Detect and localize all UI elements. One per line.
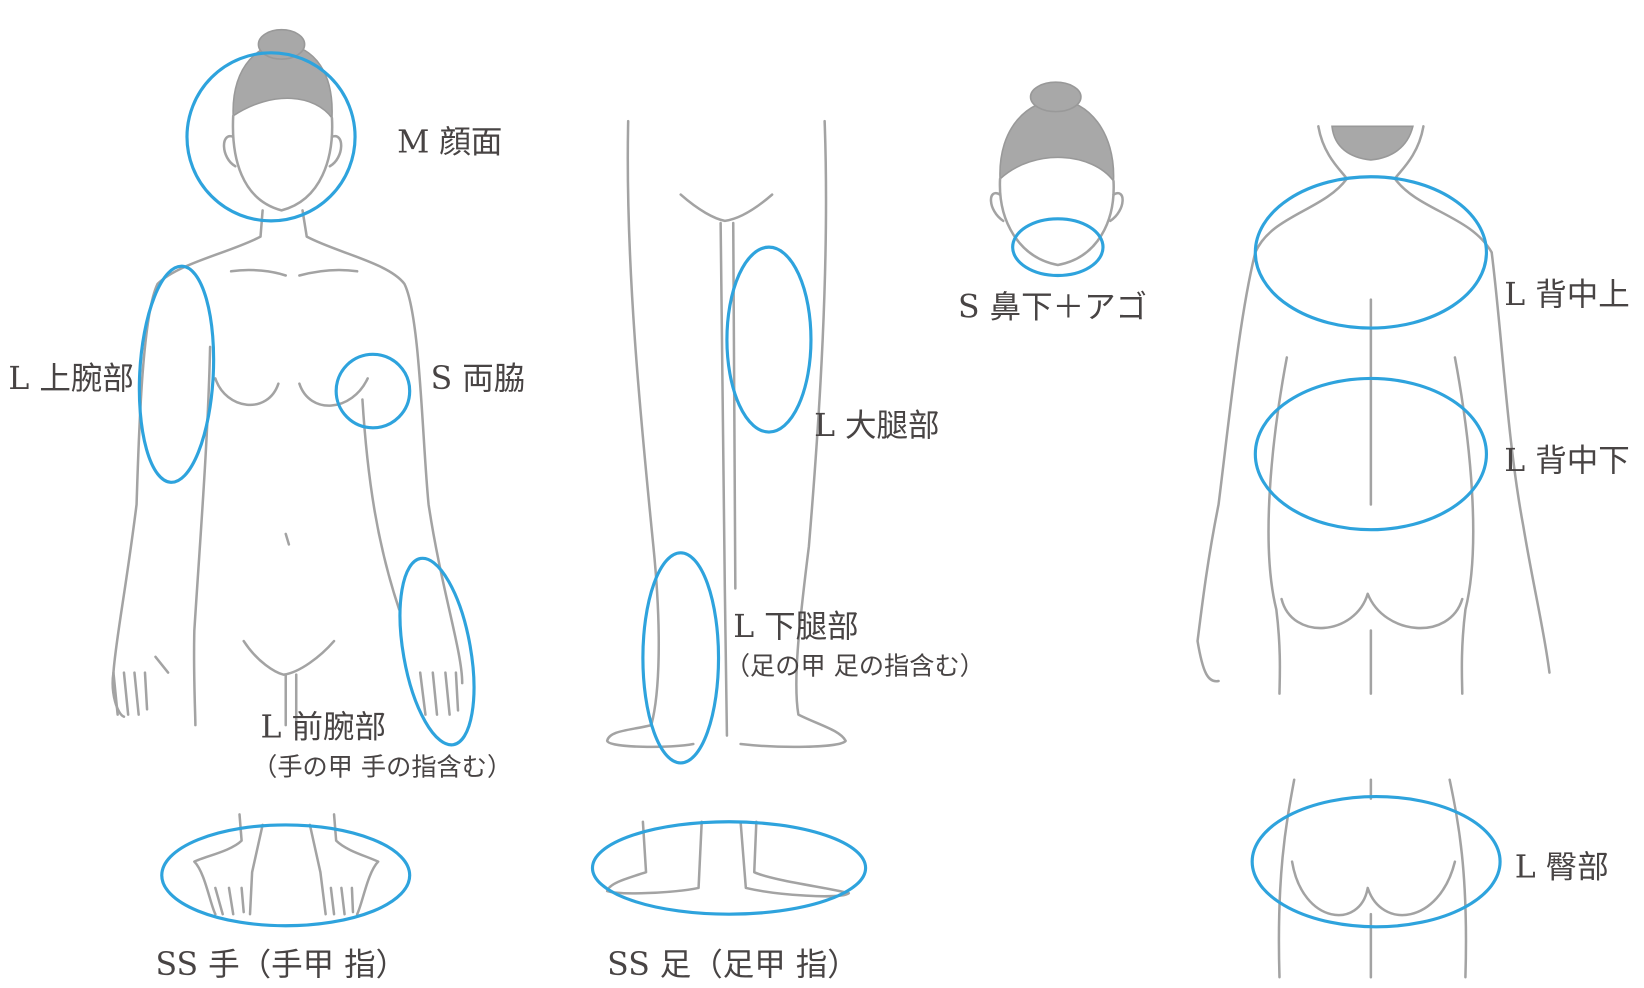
zone-armpits[interactable] [334, 352, 412, 430]
label-buttocks: L 臀部 [1515, 849, 1609, 885]
label-armpits: S 両脇 [431, 361, 526, 397]
zone-upper-arm[interactable] [134, 264, 219, 484]
legs-figure [605, 119, 851, 898]
label-forearm: L 前腕部 [261, 710, 386, 746]
label-lower-back: L 背中下 [1504, 443, 1629, 479]
label-feet: SS 足（足甲 指） [607, 947, 859, 983]
label-thigh: L 大腿部 [814, 408, 939, 444]
label-lower-leg: L 下腿部 [733, 609, 858, 645]
zone-face[interactable] [185, 51, 357, 223]
label-lower-leg-note: （足の甲 足の指含む） [725, 652, 985, 681]
label-upper-back: L 背中上 [1504, 277, 1629, 313]
head-figure [989, 81, 1124, 267]
label-upper-arm: L 上腕部 [8, 361, 133, 397]
zone-buttocks[interactable] [1250, 794, 1502, 929]
zone-feet[interactable] [590, 820, 868, 916]
zone-upper-back[interactable] [1253, 175, 1489, 330]
label-under-nose-chin: S 鼻下＋アゴ [958, 290, 1147, 326]
label-hands: SS 手（手甲 指） [155, 947, 407, 983]
hands-figure [193, 813, 380, 916]
zone-lower-leg[interactable] [641, 551, 721, 765]
zone-forearm[interactable] [387, 553, 486, 751]
label-face: M 顔面 [397, 125, 502, 161]
label-forearm-note: （手の甲 手の指含む） [252, 753, 512, 782]
zone-under-nose-chin[interactable] [1011, 217, 1105, 278]
zone-lower-back[interactable] [1253, 376, 1489, 532]
zone-thigh[interactable] [725, 245, 813, 434]
zone-hands[interactable] [160, 823, 412, 928]
